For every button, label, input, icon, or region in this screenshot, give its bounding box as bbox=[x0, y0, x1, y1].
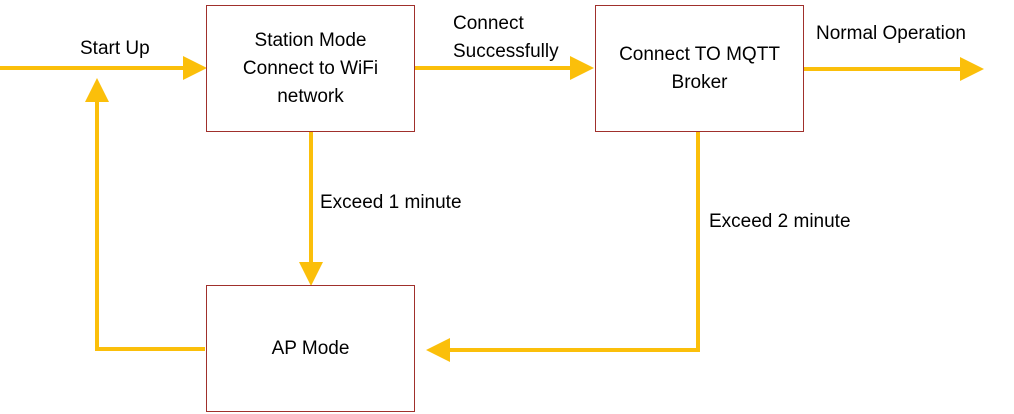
exceed-2-minute-label: Exceed 2 minute bbox=[709, 211, 851, 232]
station-mode-label: Station Mode Connect to WiFi network bbox=[242, 29, 379, 107]
mqtt-broker-box: Connect TO MQTT Broker bbox=[595, 5, 804, 132]
arrow-exceed-2-minute bbox=[426, 132, 700, 362]
ap-mode-label: AP Mode bbox=[271, 337, 350, 359]
start-up-label: Start Up bbox=[80, 38, 150, 59]
exceed-1-minute-label: Exceed 1 minute bbox=[320, 192, 462, 213]
connect-successfully-label: Connect Successfully bbox=[453, 13, 559, 62]
normal-operation-label: Normal Operation bbox=[816, 23, 966, 44]
mqtt-broker-label: Connect TO MQTT Broker bbox=[619, 43, 780, 93]
station-mode-box: Station Mode Connect to WiFi network bbox=[206, 5, 415, 132]
ap-mode-box: AP Mode bbox=[206, 285, 415, 412]
arrow-ap-mode-return bbox=[85, 78, 205, 351]
